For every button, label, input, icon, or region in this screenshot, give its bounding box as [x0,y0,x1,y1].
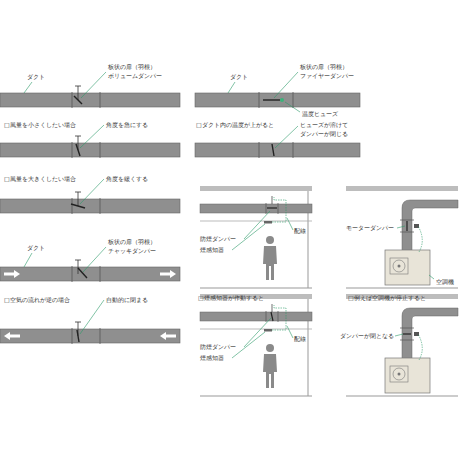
callout-label: ダクト [27,73,45,81]
callout-label: 角度を緩くする [106,175,148,183]
callout-label: 板状の扉（羽根） [108,238,156,246]
callout-label: □空気の流れが逆の場合 [4,296,70,304]
callout-label: □ダクト内の温度が上がると [196,121,274,129]
callout-label: □風量を大きくしたい場合 [4,175,76,183]
callout-label: ファイヤーダンパー [300,72,354,80]
callout-label: ダクト [230,73,248,81]
callout-label: 板状の扉（羽根） [300,63,348,71]
callout-label: ダクト [27,244,45,252]
callout-label: ダンパーが閉となる [340,332,394,340]
callout-label: 配線 [294,335,306,343]
callout-label: モーターダンパー [346,224,394,232]
volume-damper-duct [0,86,180,214]
callout-label: 防煙ダンパー [200,235,236,243]
callout-label: 防煙ダンパー [200,343,236,351]
callout-label: □煙感知器が作動すると [198,294,264,302]
fire-damper-duct [195,92,360,158]
callout-label: □風量を小さくしたい場合 [4,121,76,129]
smoke-damper-room [200,186,312,396]
check-damper-duct [0,260,180,344]
callout-label: ダンパーが閉じる [300,130,348,138]
callout-label: 煙感知器 [200,246,224,254]
leader-line [24,72,434,358]
callout-label: ボリュームダンパー [108,72,162,80]
callout-label: 配線 [294,227,306,235]
callout-label: チャッキダンパー [108,247,156,255]
callout-label: 角度を急にする [106,121,148,129]
callout-label: □例えば空調機が停止すると [348,294,426,302]
motor-damper-room [346,186,458,396]
callout-label: 自動的に閉まる [106,296,148,304]
callout-label: 空調機 [436,278,454,286]
callout-label: 温度ヒューズ [302,110,338,118]
callout-label: ヒューズが溶けて [300,121,348,129]
callout-label: 煙感知器 [200,354,224,362]
callout-label: 板状の扉（羽根） [108,63,156,71]
